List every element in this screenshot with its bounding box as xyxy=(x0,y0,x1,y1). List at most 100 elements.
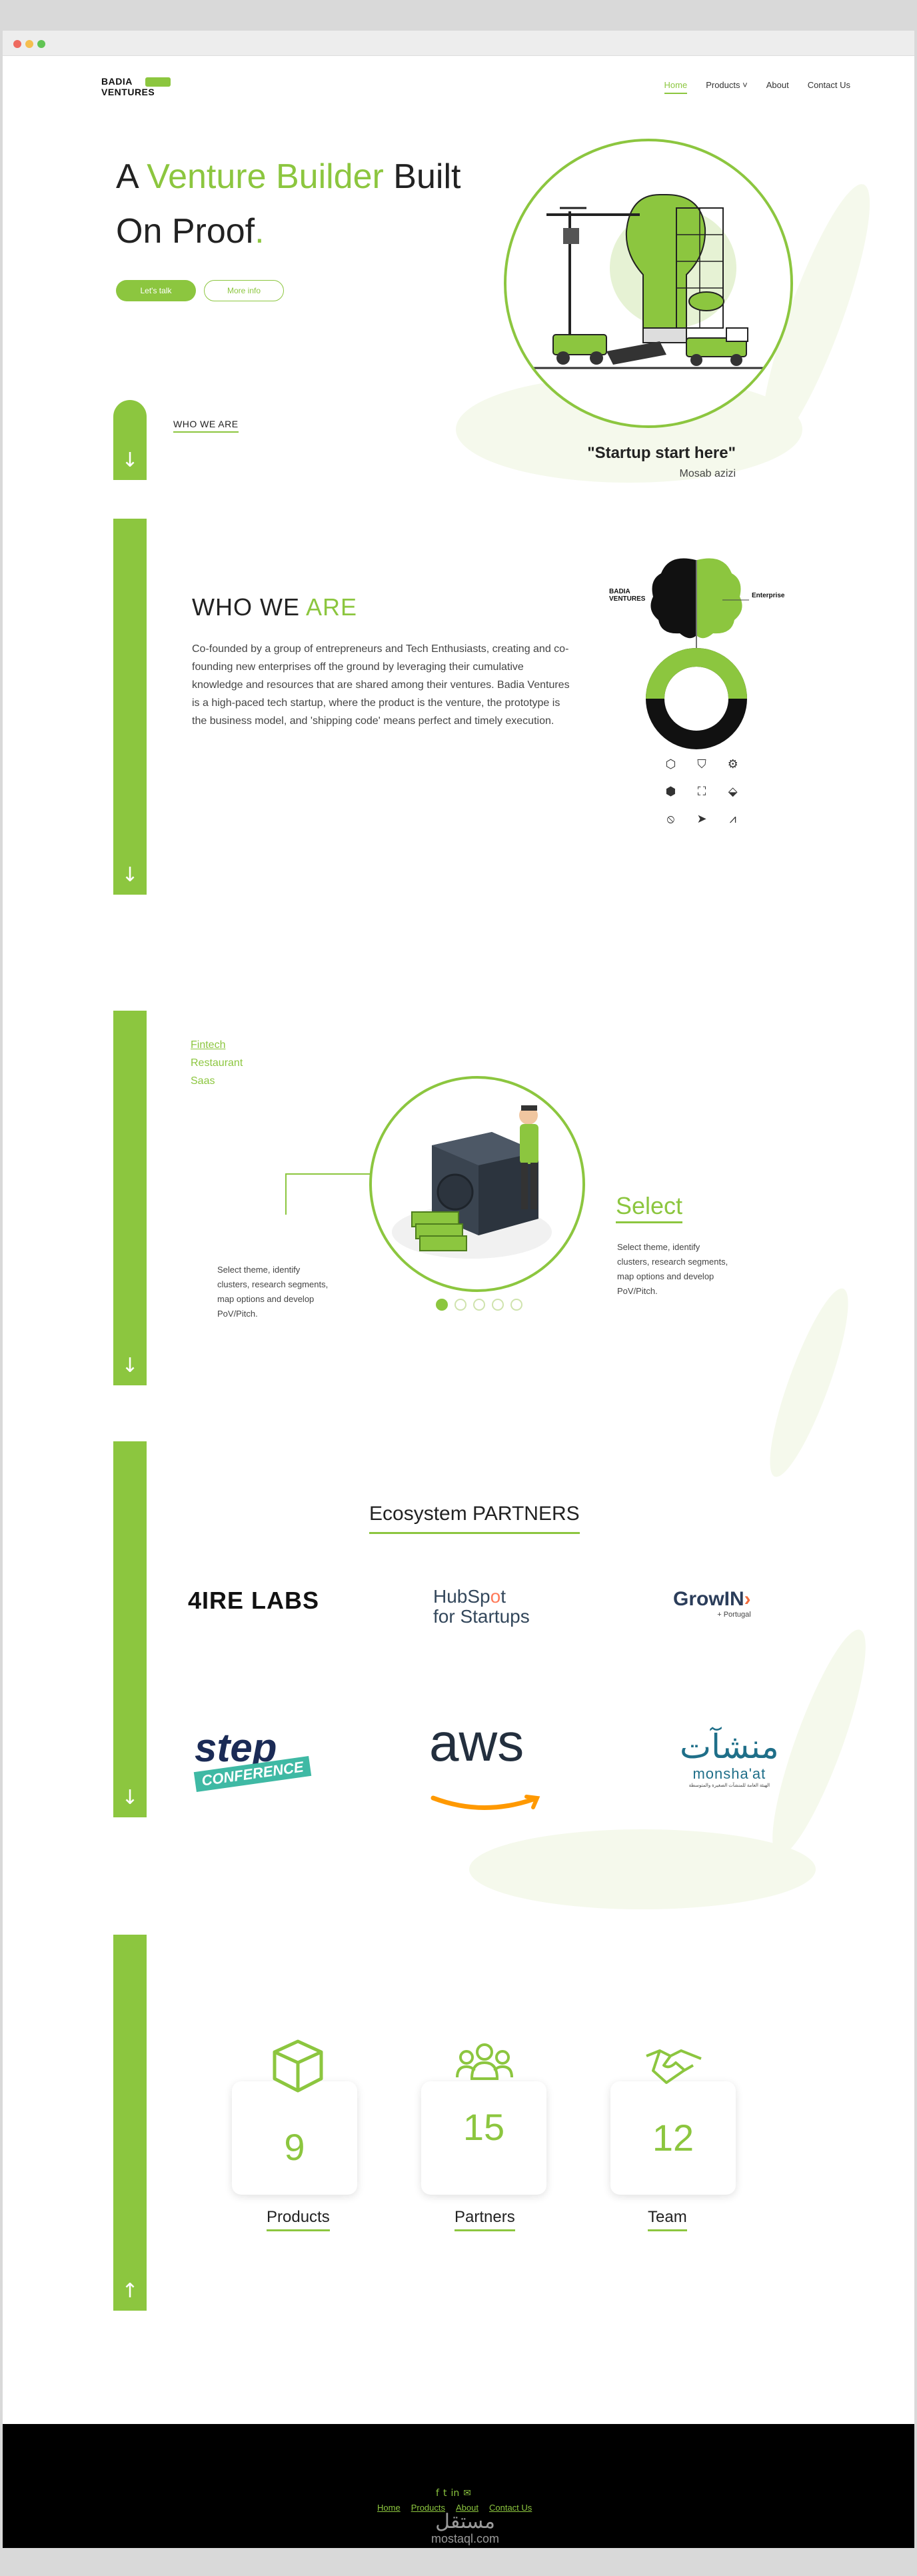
email-icon[interactable]: ✉ xyxy=(463,2488,471,2499)
product-desc-left: Select theme, identify clusters, researc… xyxy=(217,1265,329,1319)
process-step-icon: ⛉ xyxy=(697,757,706,771)
step-name: step xyxy=(195,1725,277,1770)
hero-title-b: Built xyxy=(383,157,461,196)
zoom-dot[interactable] xyxy=(37,40,45,48)
process-step-icon: ⚙ xyxy=(727,757,738,771)
process-step-icon: ⦸ xyxy=(666,812,675,826)
partner-hubspot[interactable]: HubSpot for Startups xyxy=(433,1587,530,1627)
window-titlebar xyxy=(3,31,914,56)
hero-quote: "Startup start here" Mosab azizi xyxy=(576,444,736,480)
partner-growin[interactable]: GrowIN› + Portugal xyxy=(673,1588,751,1619)
stat-card-partners xyxy=(421,2081,546,2195)
footer-products[interactable]: Products xyxy=(411,2503,445,2513)
process-icons: ⬡ ⛉ ⚙ ⬢ ⛶ ⬙ ⦸ ➤ ⩘ xyxy=(658,757,745,826)
nav-contact[interactable]: Contact Us xyxy=(807,80,850,90)
process-step-icon: ⛶ xyxy=(697,785,706,799)
monshaat-en: monsha'at xyxy=(692,1765,766,1782)
brain-logo-2: VENTURES xyxy=(609,595,646,603)
growin-sub: + Portugal xyxy=(717,1611,751,1619)
minimize-dot[interactable] xyxy=(25,40,33,48)
quote-text: "Startup start here" xyxy=(587,444,736,462)
safe-money-icon xyxy=(392,1105,552,1259)
hero-illustration xyxy=(504,139,793,428)
footer-home[interactable]: Home xyxy=(377,2503,401,2513)
process-step-icon: ⬙ xyxy=(728,785,738,799)
stat-products-value: 9 xyxy=(284,2126,305,2168)
stats-side-bar: ↑ xyxy=(113,1935,147,2311)
social-links: f t in ✉ xyxy=(436,2488,471,2499)
hubspot-sub: for Startups xyxy=(433,1606,530,1627)
handshake-icon xyxy=(646,2049,702,2084)
people-icon xyxy=(456,2043,513,2080)
carousel-dot[interactable] xyxy=(492,1299,504,1311)
arrow-down-icon[interactable]: ↓ xyxy=(121,449,139,472)
nav-products[interactable]: Products ˅ xyxy=(706,80,748,90)
partners-title: Ecosystem PARTNERS xyxy=(369,1503,580,1534)
browser-window: BADIA VENTURES Home Products ˅ About Con… xyxy=(3,31,914,2548)
footer-nav: Home Products About Contact Us xyxy=(377,2503,532,2513)
products-side-bar: ↓ xyxy=(113,1011,147,1385)
twitter-icon[interactable]: t xyxy=(443,2488,447,2499)
tab-restaurant[interactable]: Restaurant xyxy=(191,1057,243,1069)
growin-name: GrowIN xyxy=(673,1588,744,1610)
linkedin-icon[interactable]: in xyxy=(451,2488,460,2499)
partner-4ire-labs[interactable]: 4IRE LABS xyxy=(188,1587,320,1614)
arrow-down-icon[interactable]: ↓ xyxy=(121,863,139,887)
box-icon xyxy=(273,2039,323,2093)
footer-about[interactable]: About xyxy=(456,2503,478,2513)
who-we-are-link[interactable]: WHO WE ARE xyxy=(173,419,239,433)
nav-home[interactable]: Home xyxy=(664,80,688,94)
close-dot[interactable] xyxy=(13,40,21,48)
who-description: Co-founded by a group of entrepreneurs a… xyxy=(192,643,570,727)
stat-products-label: Products xyxy=(267,2208,330,2231)
watermark-ar: مستقل xyxy=(435,2511,495,2533)
hero-side-bar: ↓ xyxy=(113,400,147,480)
mostaql-watermark: مستقل mostaql.com xyxy=(419,2512,512,2546)
footer-contact[interactable]: Contact Us xyxy=(488,2503,532,2513)
tab-saas[interactable]: Saas xyxy=(191,1075,215,1087)
lets-talk-button[interactable]: Let's talk xyxy=(116,280,196,301)
hubspot-a: HubSp xyxy=(433,1586,490,1607)
stat-team-label: Team xyxy=(648,2208,687,2231)
hero-title-line2: On Proof xyxy=(116,212,255,251)
partner-monshaat[interactable]: منشآت monsha'at الهيئة العامة للمنشآت ال… xyxy=(680,1728,779,1788)
product-step-title: Select xyxy=(616,1192,683,1223)
carousel-dot[interactable] xyxy=(436,1299,448,1311)
brain-logo-1: BADIA xyxy=(609,588,630,595)
nav-about[interactable]: About xyxy=(766,80,789,90)
monshaat-tiny: الهيئة العامة للمنشآت الصغيرة والمتوسطة xyxy=(688,1783,770,1788)
more-info-button[interactable]: More info xyxy=(204,280,284,301)
hero-title-a: A xyxy=(116,157,147,196)
stat-team-value: 12 xyxy=(652,2117,694,2159)
who-title-highlight: ARE xyxy=(306,593,358,621)
process-step-icon: ⬡ xyxy=(665,757,676,771)
stat-card-team xyxy=(610,2081,736,2195)
carousel-dot[interactable] xyxy=(455,1299,466,1311)
arrow-down-icon[interactable]: ↓ xyxy=(121,1354,139,1377)
product-tabs: Fintech Restaurant Saas xyxy=(191,1036,243,1090)
hero-title: A Venture Builder Built On Proof. xyxy=(116,149,516,259)
bg-decor xyxy=(469,1829,816,1909)
who-title-a: WHO WE xyxy=(192,593,306,621)
logo-line1: BADIA xyxy=(101,76,133,87)
construction-bulb-icon xyxy=(533,194,766,369)
who-title: WHO WE ARE xyxy=(192,593,357,621)
tab-fintech[interactable]: Fintech xyxy=(191,1039,226,1051)
monshaat-ar: منشآت xyxy=(680,1728,779,1765)
arrow-up-icon[interactable]: ↑ xyxy=(121,2279,139,2303)
hubspot-sprocket-icon: o xyxy=(490,1586,501,1607)
stat-partners-label: Partners xyxy=(455,2208,515,2231)
product-desc-right: Select theme, identify clusters, researc… xyxy=(617,1242,728,1296)
footer: f t in ✉ Home Products About Contact Us … xyxy=(3,2424,914,2548)
arrow-down-icon[interactable]: ↓ xyxy=(121,1786,139,1809)
carousel-dot[interactable] xyxy=(510,1299,522,1311)
carousel-dot[interactable] xyxy=(473,1299,485,1311)
facebook-icon[interactable]: f xyxy=(436,2488,439,2499)
hubspot-b: t xyxy=(500,1586,506,1607)
bg-decor xyxy=(756,1281,862,1484)
partner-step-conference[interactable]: step CONFERENCE xyxy=(193,1725,312,1792)
badia-logo[interactable]: BADIA VENTURES xyxy=(101,76,188,97)
aws-name: aws xyxy=(429,1713,524,1772)
partners-side-bar: ↓ xyxy=(113,1441,147,1817)
partner-aws[interactable]: aws xyxy=(429,1716,542,1823)
